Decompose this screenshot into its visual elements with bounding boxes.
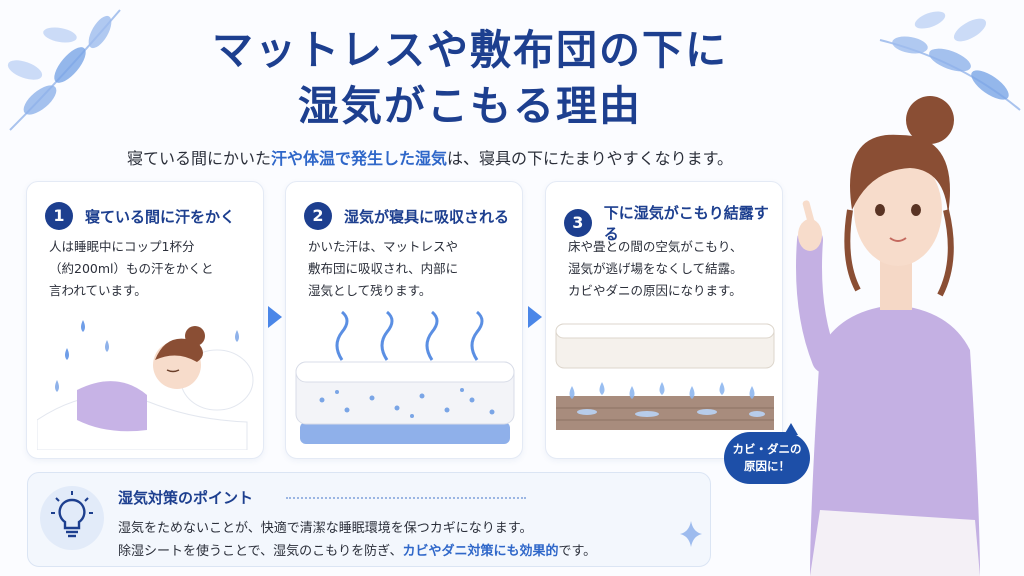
sparkle-icon [680,521,702,547]
title-line-1: マットレスや敷布団の下に [212,26,728,74]
woman-pointing-illustration [796,96,980,576]
step-line: かいた汗は、マットレスや [308,239,459,254]
step-line: 言われています。 [49,283,147,298]
title-line-2: 湿気がこもる理由 [298,82,642,130]
step-number-badge: 3 [564,209,592,237]
step-card-3: 3 下に湿気がこもり結露する 床や畳との間の空気がこもり、 湿気が逃げ場をなくし… [545,181,783,459]
step-line: カビやダニの原因になります。 [568,283,742,298]
arrow-right-icon [528,306,542,328]
step-title: 湿気が寝具に吸収される [344,207,510,226]
tips-title: 湿気対策のポイント [118,489,254,507]
leaf-decoration-top-right [879,11,1021,111]
tips-text: 湿気をためないことが、快適で清潔な睡眠環境を保つカギになります。 [118,521,533,536]
step-line: 敷布団に吸収され、内部に [308,261,459,276]
lightbulb-icon-wrapper [40,486,104,550]
step-line: 人は睡眠中にコップ1杯分 [49,239,195,254]
speech-bubble: カビ・ダニの 原因に！ [724,423,810,484]
step-title: 下に湿気がこもり結露する [603,204,769,243]
step-description: 人は睡眠中にコップ1杯分 （約200ml）もの汗をかくと 言われています。 [49,236,259,302]
subtitle-highlight: 汗や体温で発生した湿気 [271,149,448,168]
step-line: （約200ml）もの汗をかくと [49,261,214,276]
leaf-decoration-top-left [7,9,121,131]
arrow-right-icon [268,306,282,328]
step-number-badge: 1 [45,202,73,230]
step-line: 湿気として残ります。 [308,283,432,298]
subtitle: 寝ている間にかいた汗や体温で発生した湿気は、寝具の下にたまりやすくなります。 [60,145,800,169]
condensation-under-mattress-illustration [555,323,775,430]
step-description: かいた汗は、マットレスや 敷布団に吸収され、内部に 湿気として残ります。 [308,236,518,302]
subtitle-after: は、寝具の下にたまりやすくなります。 [447,149,733,168]
step-description: 床や畳との間の空気がこもり、 湿気が逃げ場をなくして結露。 カビやダニの原因にな… [568,236,778,302]
step-line: 湿気が逃げ場をなくして結露。 [568,261,743,276]
tips-line-2: 除湿シートを使うことで、湿気のこもりを防ぎ、カビやダニ対策にも効果的です。 [118,540,596,559]
bubble-line-1: カビ・ダニの [732,442,802,456]
step-card-header: 2 湿気が寝具に吸収される [304,202,509,230]
step-card-2: 2 湿気が寝具に吸収される かいた汗は、マットレスや 敷布団に吸収され、内部に … [285,181,523,459]
step-card-1: 1 寝ている間に汗をかく 人は睡眠中にコップ1杯分 （約200ml）もの汗をかく… [26,181,264,459]
page-title: マットレスや敷布団の下に 湿気がこもる理由 [150,22,790,134]
sleeping-woman-illustration [37,320,254,450]
tips-highlight: カビやダニ対策にも効果的 [402,544,559,559]
subtitle-before: 寝ている間にかいた [127,149,272,168]
step-title: 寝ている間に汗をかく [85,207,236,226]
tips-text: 除湿シートを使うことで、湿気のこもりを防ぎ、 [118,544,403,559]
step-card-header: 1 寝ている間に汗をかく [45,202,235,230]
tips-box: 湿気対策のポイント 湿気をためないことが、快適で清潔な睡眠環境を保つカギになりま… [27,472,711,567]
step-card-header: 3 下に湿気がこもり結露する [564,202,782,244]
bubble-line-2: 原因に！ [744,459,790,473]
step-number-badge: 2 [304,202,332,230]
tips-line-1: 湿気をためないことが、快適で清潔な睡眠環境を保つカギになります。 [118,517,532,536]
tips-text: です。 [558,544,597,559]
lightbulb-icon [51,491,93,538]
dotted-divider [286,497,526,499]
step-line: 床や畳との間の空気がこもり、 [568,239,743,254]
mattress-absorbing-illustration [295,310,515,444]
